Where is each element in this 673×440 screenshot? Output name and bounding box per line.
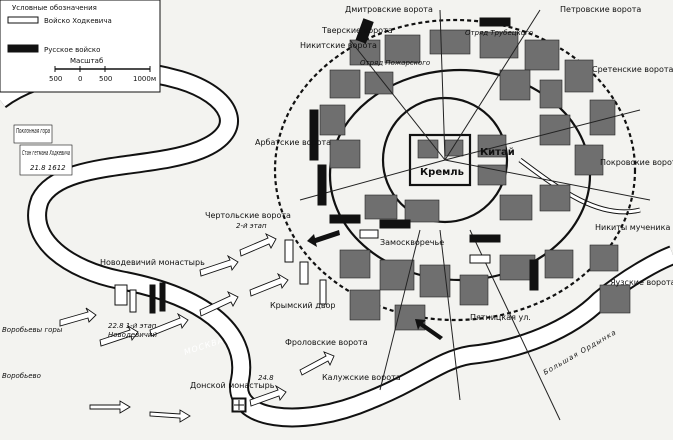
label-donskoy-date: 24.8 [258,374,274,382]
label-nikitskie: Никитские ворота [300,41,377,50]
label-yauzskie: Яузские ворота [610,278,673,287]
scale-tick-1: 500 [49,75,62,83]
city-blocks [319,29,631,331]
legend: Условные обозначения Войско Ходкевича Ру… [0,0,161,93]
label-nikita-muchenik: Никиты мученика [595,223,670,232]
label-arbatskie: Арбатские ворота [255,138,331,147]
label-zamoskvorechye: Замоскворечье [380,238,444,247]
label-tverskie: Тверские ворота [321,26,393,35]
label-frolovskie: Фроловские ворота [285,338,368,347]
label-vorobyovo: Воробьево [2,372,41,380]
label-kaluzhskie: Калужские ворота [322,373,401,382]
label-trubetskoy: Отряд Трубецкого [465,29,533,37]
legend-polish-label: Войско Ходкевича [44,17,112,25]
label-donskoy: Донской монастырь [190,381,275,390]
label-pozharsky: Отряд Пожарского [360,59,430,67]
russian-army-positions [149,17,539,314]
legend-polish-swatch [7,16,39,24]
label-khodkevich-camp: Стан гетмана Ходкевича [22,149,70,157]
label-pokrovskie: Покровские ворота [600,158,673,167]
label-chertolskie-stage: 2-й этап [236,222,267,230]
label-khodkevich-date: 21.8 1612 [30,164,66,172]
moskva-river [0,59,673,428]
label-stage1: 22.8 1-й этап [108,322,157,330]
polish-attack-arrows [59,232,335,423]
legend-russian-label: Русское войско [44,46,100,54]
scale-tick-3: 500 [99,75,112,83]
label-novodevichy: Новодевичий монастырь [100,258,205,267]
donskoy-monastery-marker [232,398,246,412]
legend-title: Условные обозначения [12,4,97,12]
legend-russian-swatch [7,44,39,53]
scale-tick-2: 0 [78,75,82,83]
label-moskva-river: МОСКВА [183,336,225,357]
streets [299,9,651,421]
label-poklonnaya: Поклонная гора [16,127,50,135]
scale-tick-4: 1000м [133,75,156,83]
label-kitay: Китай [480,147,515,158]
label-krymsky: Крымский двор [270,301,336,310]
legend-scale-title: Масштаб [70,57,103,65]
label-sretenskie: Сретенские ворота [592,65,673,74]
place-labels: Поклонная гора Стан гетмана Ходкевича 21… [2,5,673,390]
label-chertolskie: Чертольские ворота [205,211,291,220]
russian-attack-arrows [307,230,443,340]
label-dmitrovskie: Дмитровские ворота [345,5,433,14]
label-novodevichy-small: Новодевичий [108,331,157,339]
label-kreml: Кремль [420,167,464,178]
label-petrovskie: Петровские ворота [560,5,641,14]
label-vorobyovy-gory: Воробьевы горы [2,326,63,334]
label-pyatnitskaya: Пятницкая ул. [470,313,531,322]
